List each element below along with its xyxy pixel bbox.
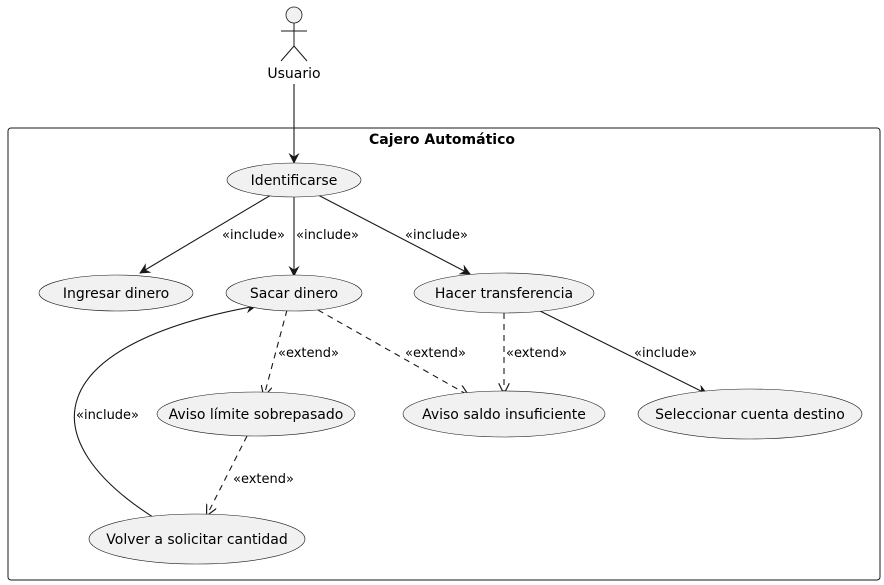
use-case-identificarse[interactable]: Identificarse	[226, 162, 362, 198]
use-case-label: Aviso límite sobrepasado	[169, 407, 344, 423]
relations: «include» «include» «include» «extend» «…	[73, 84, 708, 520]
use-case-sacar-dinero[interactable]: Sacar dinero	[225, 274, 363, 312]
rel-label-extend-saldo-a: «extend»	[405, 346, 466, 361]
rel-sacar-aviso-saldo	[317, 309, 468, 395]
system-boundary	[7, 127, 881, 581]
rel-label-include-transferencia: «include»	[405, 228, 468, 243]
rel-label-extend-saldo-b: «extend»	[506, 346, 567, 361]
actor-head-icon	[285, 6, 303, 24]
rel-volver-sacar	[73, 302, 257, 520]
use-case-volver-solicitar[interactable]: Volver a solicitar cantidad	[88, 513, 306, 565]
rel-sacar-aviso-limite	[264, 309, 288, 396]
rel-label-include-seleccionar: «include»	[634, 346, 697, 361]
use-case-label: Identificarse	[251, 173, 338, 189]
rel-label-include-ingresar: «include»	[222, 228, 285, 243]
use-case-seleccionar-cuenta[interactable]: Seleccionar cuenta destino	[637, 388, 863, 440]
rel-aviso-limite-volver	[207, 435, 248, 515]
use-case-label: Seleccionar cuenta destino	[655, 407, 845, 423]
use-case-ingresar-dinero[interactable]: Ingresar dinero	[38, 274, 194, 312]
rel-label-extend-limite: «extend»	[278, 346, 339, 361]
rel-label-extend-volver: «extend»	[233, 472, 294, 487]
use-case-label: Volver a solicitar cantidad	[106, 532, 287, 548]
rel-label-include-sacar: «include»	[296, 228, 359, 243]
rel-identificarse-ingresar	[139, 194, 272, 274]
use-case-label: Aviso saldo insuficiente	[422, 407, 586, 423]
use-case-label: Ingresar dinero	[63, 286, 169, 302]
use-case-label: Hacer transferencia	[435, 286, 573, 302]
actor-usuario[interactable]: Usuario	[267, 6, 321, 82]
system-title: Cajero Automático	[369, 132, 515, 148]
rel-transferencia-seleccionar	[537, 309, 708, 395]
rel-label-include-volver: «include»	[76, 408, 139, 423]
rel-identificarse-transferencia	[317, 194, 471, 275]
actor-name: Usuario	[267, 66, 320, 82]
use-case-label: Sacar dinero	[250, 286, 338, 302]
use-case-hacer-transferencia[interactable]: Hacer transferencia	[413, 272, 595, 314]
use-case-aviso-saldo[interactable]: Aviso saldo insuficiente	[402, 390, 606, 438]
use-case-aviso-limite[interactable]: Aviso límite sobrepasado	[156, 391, 356, 437]
